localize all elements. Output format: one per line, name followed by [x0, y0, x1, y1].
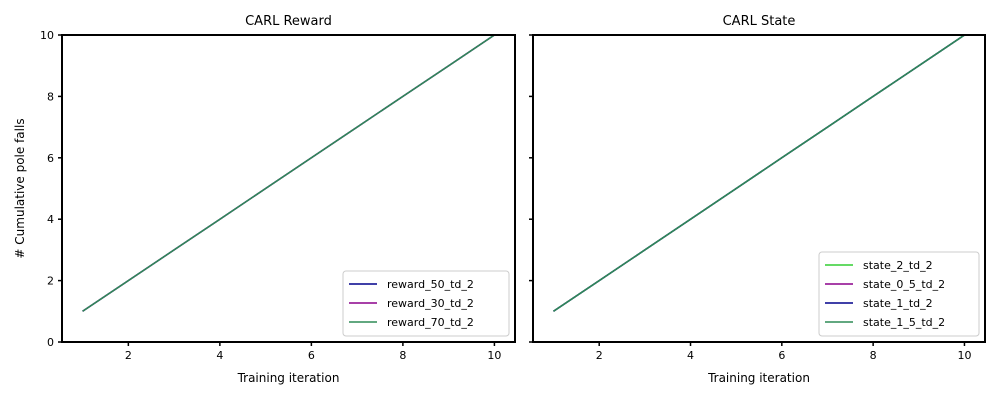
legend-entry: reward_30_td_2: [387, 297, 474, 310]
chart-title: CARL Reward: [245, 14, 332, 29]
legend-box: [818, 251, 980, 337]
y-tick-label: 4: [47, 213, 54, 226]
x-tick-label: 2: [125, 349, 132, 362]
legend: reward_50_td_2 reward_30_td_2 reward_70_td…: [342, 270, 510, 337]
legend-entry: state_1_5_td_2: [863, 316, 945, 329]
legend-entry: state_1_td_2: [863, 297, 933, 310]
y-tick-label: 0: [47, 336, 54, 349]
legend: state_2_td_2 state_0_5_td_2 state_1_td_2st…: [818, 251, 980, 337]
x-tick-label: 4: [687, 349, 694, 362]
legend-entry: reward_70_td_2: [387, 316, 474, 329]
x-tick-label: 2: [596, 349, 603, 362]
chart-title: CARL State: [723, 14, 796, 29]
x-tick-label: 10: [957, 349, 971, 362]
x-tick-label: 8: [399, 349, 406, 362]
x-tick-label: 10: [487, 349, 501, 362]
legend-entry: reward_50_td_2: [387, 278, 474, 291]
axes-frame: [532, 34, 986, 343]
series-line: [553, 34, 965, 312]
x-tick-label: 4: [216, 349, 223, 362]
y-axis-label: # Cumulative pole falls: [13, 118, 27, 258]
x-tick-label: 6: [308, 349, 315, 362]
y-tick-label: 6: [47, 152, 54, 165]
x-axis-label: Training iteration: [237, 371, 340, 385]
x-axis-label: Training iteration: [707, 371, 810, 385]
x-tick-label: 8: [870, 349, 877, 362]
y-tick-label: 8: [47, 90, 54, 103]
legend-entry: state_2_td_2: [863, 259, 933, 272]
x-tick-label: 6: [778, 349, 785, 362]
legend-box: [342, 270, 510, 337]
axes-frame: [61, 34, 516, 343]
legend-entry: state_0_5_td_2: [863, 278, 945, 291]
series-line: [82, 34, 495, 312]
y-tick-label: 10: [40, 29, 54, 42]
y-tick-label: 2: [47, 275, 54, 288]
